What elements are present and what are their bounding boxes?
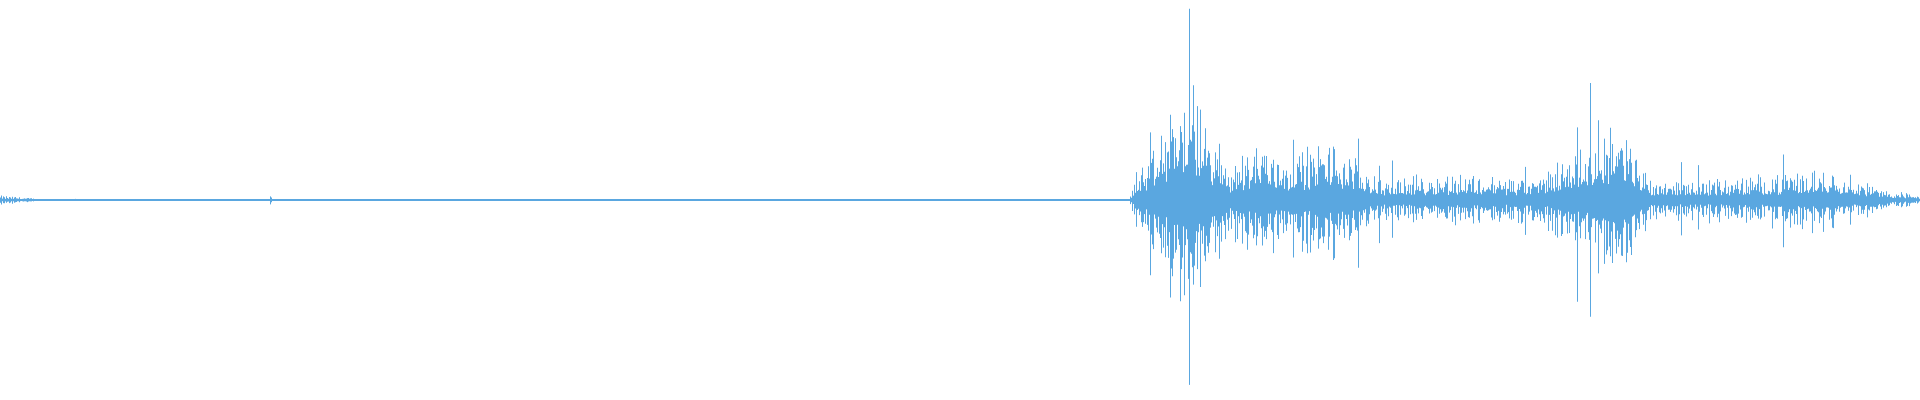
waveform-samples xyxy=(0,8,1920,385)
